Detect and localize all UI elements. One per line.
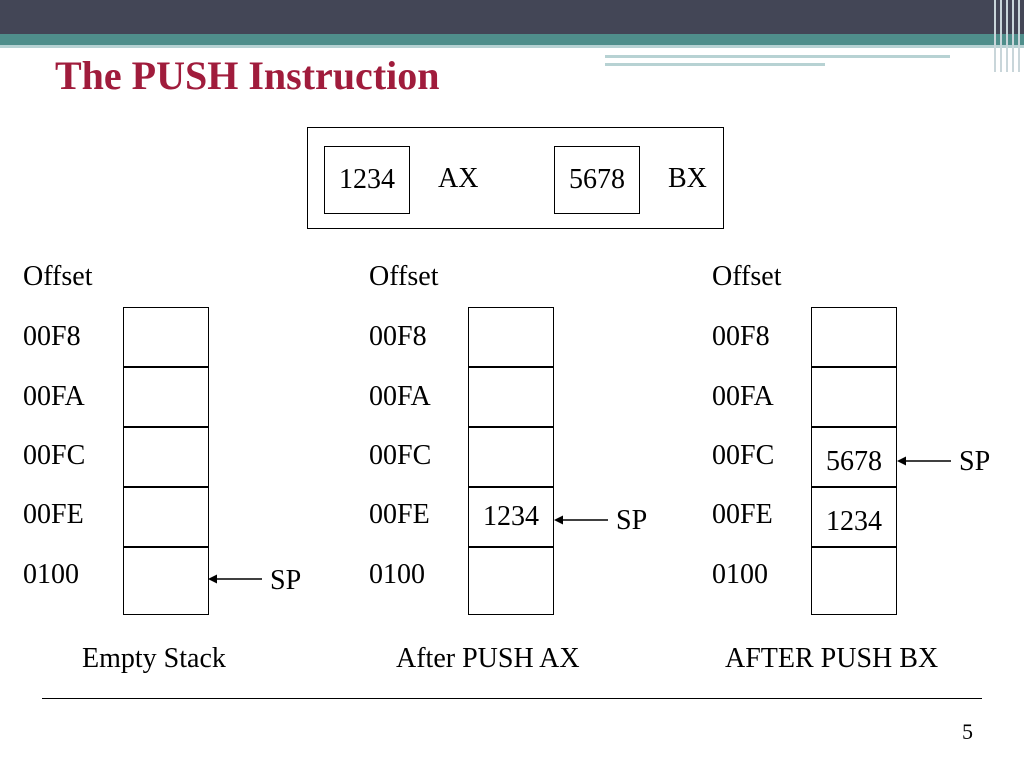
offset-label: 00FC xyxy=(23,440,86,471)
offset-label: 00FE xyxy=(23,499,84,530)
offset-label: 0100 xyxy=(23,559,79,590)
stack-cell xyxy=(123,367,209,427)
sp-label: SP xyxy=(270,565,302,596)
offset-label: 00FA xyxy=(712,381,774,412)
stack-caption: AFTER PUSH BX xyxy=(725,643,939,674)
stack-cell xyxy=(123,427,209,487)
header-bar xyxy=(0,0,1024,34)
offset-label: 00FA xyxy=(369,381,431,412)
stack-caption: After PUSH AX xyxy=(396,643,580,674)
offset-label: 00F8 xyxy=(23,321,81,352)
stack-cell: 1234 xyxy=(468,487,554,547)
header-rule-short xyxy=(605,55,950,58)
register-bx-value: 5678 xyxy=(554,146,640,214)
header-accent-bar xyxy=(0,34,1024,45)
offset-label: 00FC xyxy=(369,440,432,471)
register-frame xyxy=(307,127,724,229)
stack-cell: 5678 xyxy=(811,427,897,487)
offset-label: 0100 xyxy=(369,559,425,590)
header-stripes xyxy=(990,0,1024,72)
sp-label: SP xyxy=(616,505,648,536)
register-ax-label: AX xyxy=(438,163,479,194)
footer-rule xyxy=(42,698,982,699)
stack-cell: 1234 xyxy=(811,487,897,547)
stack-cell xyxy=(468,547,554,615)
stack-cell xyxy=(468,427,554,487)
offset-header: Offset xyxy=(712,261,782,292)
offset-header: Offset xyxy=(369,261,439,292)
stack-cell xyxy=(123,307,209,367)
slide-title: The PUSH Instruction xyxy=(55,53,440,98)
register-bx-label: BX xyxy=(668,163,707,194)
stack-caption: Empty Stack xyxy=(82,643,226,674)
stack-cell xyxy=(468,307,554,367)
offset-label: 00F8 xyxy=(712,321,770,352)
stack-cell xyxy=(811,307,897,367)
page-number: 5 xyxy=(962,719,973,744)
sp-arrow-icon xyxy=(554,515,608,525)
offset-label: 0100 xyxy=(712,559,768,590)
stack-cell xyxy=(468,367,554,427)
offset-label: 00FA xyxy=(23,381,85,412)
offset-label: 00FE xyxy=(712,499,773,530)
stack-cell xyxy=(811,367,897,427)
register-ax-value: 1234 xyxy=(324,146,410,214)
stack-cell xyxy=(811,547,897,615)
offset-label: 00F8 xyxy=(369,321,427,352)
offset-header: Offset xyxy=(23,261,93,292)
stack-cell xyxy=(123,547,209,615)
sp-label: SP xyxy=(959,446,991,477)
stack-cell xyxy=(123,487,209,547)
sp-arrow-icon xyxy=(897,456,951,466)
header-rule xyxy=(0,45,1024,48)
offset-label: 00FE xyxy=(369,499,430,530)
offset-label: 00FC xyxy=(712,440,775,471)
header-rule-shorter xyxy=(605,63,825,66)
sp-arrow-icon xyxy=(208,574,262,584)
